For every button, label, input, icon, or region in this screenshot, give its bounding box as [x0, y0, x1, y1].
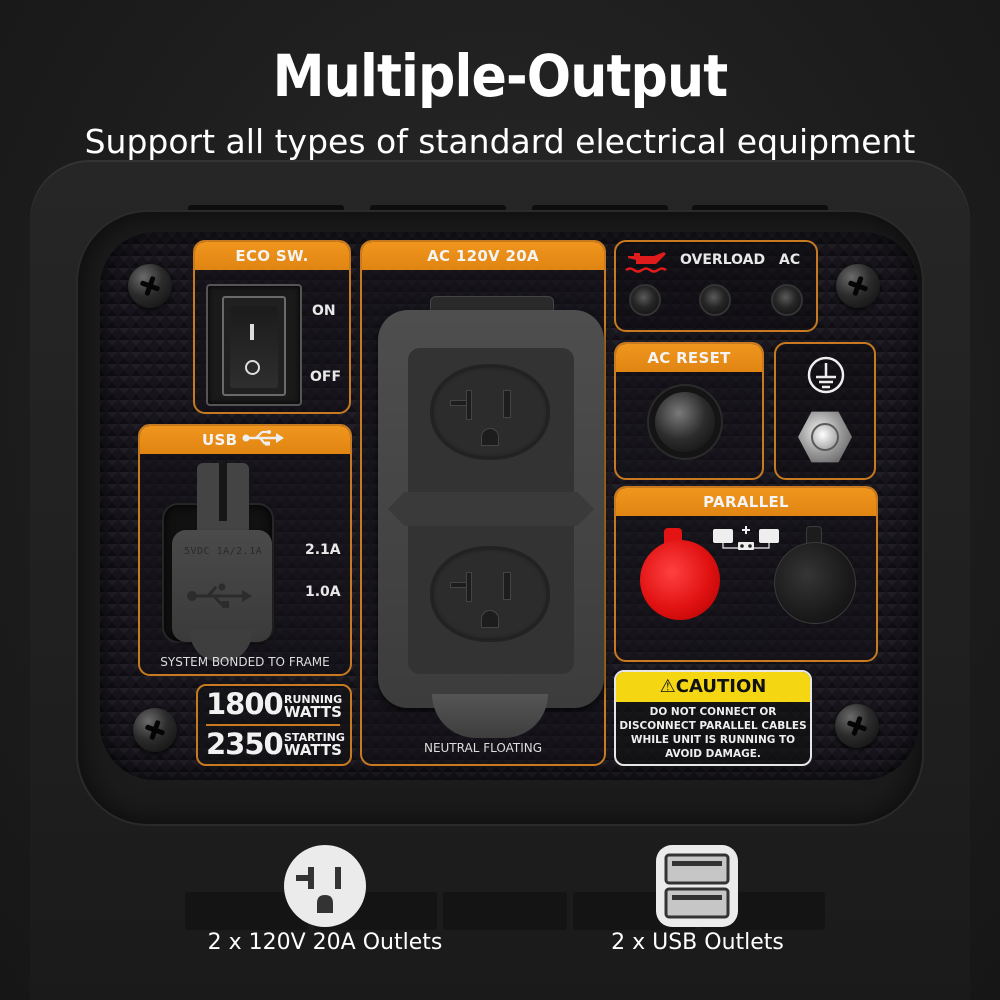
oil-can-icon	[625, 252, 667, 273]
wattage-divider	[206, 724, 340, 726]
starting-watts-value: 2350	[206, 727, 284, 761]
system-bonded-label: SYSTEM BONDED TO FRAME	[160, 655, 330, 669]
neutral-floating-label: NEUTRAL FLOATING	[423, 741, 543, 755]
page-title: Multiple-Output	[272, 42, 729, 110]
screw-icon	[836, 264, 880, 308]
caution-line: DISCONNECT PARALLEL CABLES	[619, 720, 807, 732]
page-subtitle: Support all types of standard electrical…	[84, 122, 916, 161]
ac-indicator-label: AC	[779, 252, 801, 268]
outlet-slot	[503, 390, 511, 418]
usb-cap-tab	[197, 463, 249, 535]
starting-watts-label: STARTING WATTS	[284, 731, 345, 759]
ac-outlet-label: AC 120V 20A	[362, 242, 604, 270]
ac-outlet-1[interactable]	[430, 364, 550, 460]
screw-icon	[128, 264, 172, 308]
eco-switch-label: ECO SW.	[195, 242, 349, 270]
parallel-black-terminal[interactable]	[774, 542, 856, 624]
eco-on-label: ON	[312, 303, 336, 319]
usb-ports-icon	[656, 845, 738, 927]
screw-icon	[835, 704, 879, 748]
usb-label: USB	[202, 431, 238, 449]
usb-port-2-rating: 1.0A	[305, 584, 341, 600]
ground-symbol-icon	[807, 356, 845, 394]
usb-port-1-rating: 2.1A	[305, 542, 341, 558]
oil-warning-led	[629, 284, 661, 316]
caution-body: DO NOT CONNECT OR DISCONNECT PARALLEL CA…	[616, 702, 810, 761]
running-watts-value: 1800	[206, 687, 284, 721]
outlet-slot	[503, 572, 511, 600]
usb-embossed-icon	[187, 583, 252, 608]
overload-label: OVERLOAD	[680, 252, 766, 268]
starting-label: STARTING	[284, 731, 345, 744]
outlet-ground	[481, 610, 499, 628]
watts-label: WATTS	[284, 741, 342, 759]
eco-switch-face[interactable]	[230, 306, 278, 388]
outlet-slot	[466, 390, 472, 420]
outlet-ground	[481, 428, 499, 446]
caution-header: ⚠CAUTION	[616, 672, 810, 702]
ac-led	[771, 284, 803, 316]
caution-label: ⚠CAUTION DO NOT CONNECT OR DISCONNECT PA…	[614, 670, 812, 766]
screw-icon	[133, 708, 177, 752]
running-watts-label: RUNNING WATTS	[284, 693, 343, 721]
switch-off-glyph-icon	[245, 360, 260, 375]
usb-cap-rating: 5VDC 1A/2.1A	[184, 546, 263, 557]
eco-off-label: OFF	[310, 369, 342, 385]
caution-line: DO NOT CONNECT OR	[649, 706, 777, 718]
ac-reset-label: AC RESET	[616, 344, 762, 372]
watts-label: WATTS	[284, 703, 342, 721]
parallel-connection-icon	[713, 526, 779, 550]
outlet-slot	[466, 572, 472, 602]
caution-line: WHILE UNIT IS RUNNING TO	[630, 734, 796, 746]
running-label: RUNNING	[284, 693, 343, 706]
warning-triangle-icon: ⚠	[659, 676, 676, 697]
caution-title: CAUTION	[675, 676, 767, 697]
parallel-label: PARALLEL	[616, 488, 876, 516]
ac-reset-button[interactable]	[655, 392, 715, 452]
parallel-red-terminal[interactable]	[640, 540, 720, 620]
feature-ac-outlets-label: 2 x 120V 20A Outlets	[207, 930, 443, 955]
caution-line: AVOID DAMAGE.	[665, 748, 761, 760]
ac-outlet-icon	[284, 845, 366, 927]
switch-on-glyph-icon	[250, 324, 254, 340]
ground-terminal-bolt	[811, 423, 839, 451]
usb-symbol-icon	[242, 430, 284, 446]
ac-cover-waist	[388, 492, 594, 526]
overload-led	[699, 284, 731, 316]
feature-usb-outlets-label: 2 x USB Outlets	[611, 930, 784, 955]
